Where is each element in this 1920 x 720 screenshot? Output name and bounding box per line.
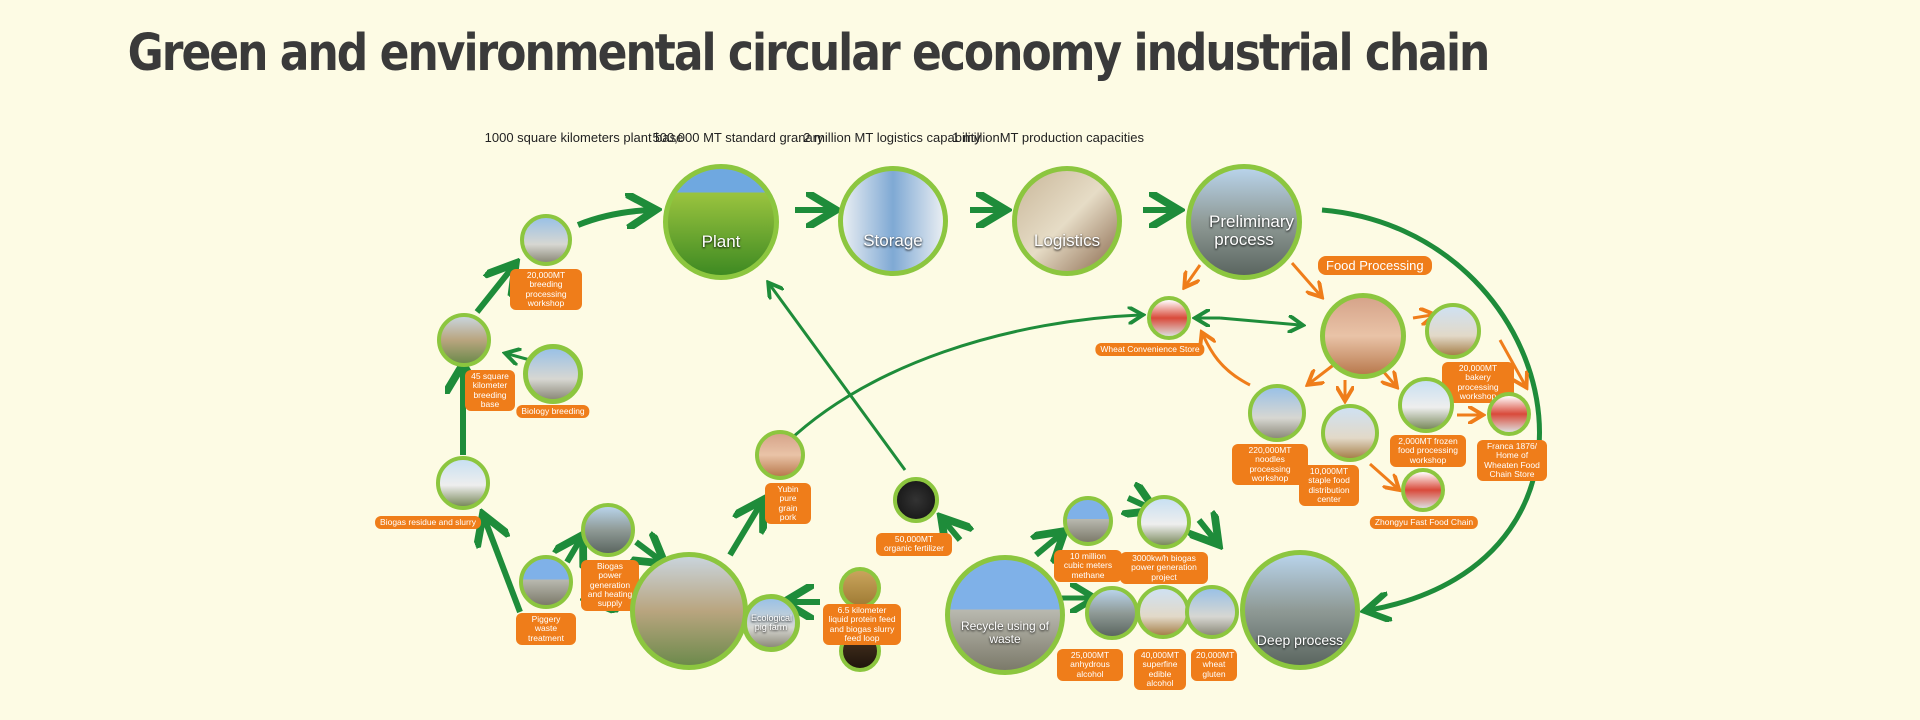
zhongyu-node bbox=[1401, 468, 1445, 512]
biogas-project-label: 3000kw/h biogas power generation project bbox=[1120, 552, 1208, 585]
plant-base-caption: 1000 square kilometers plant base bbox=[484, 130, 684, 145]
edible-alcohol-node bbox=[1136, 585, 1190, 639]
liquid-feed-node bbox=[839, 567, 881, 609]
breeding-base-label: 45 square kilometer breeding base bbox=[465, 370, 515, 412]
biogas-power-node bbox=[581, 503, 635, 557]
food-processing-node bbox=[1320, 293, 1406, 379]
logistics-caption: 2 million MT logistics capability bbox=[803, 130, 981, 145]
piggery-waste-node bbox=[519, 555, 573, 609]
liquid-protein-label: 6.5 kilometer liquid protein feed and bi… bbox=[823, 604, 901, 646]
biogas-residue-label: Biogas residue and slurry bbox=[375, 516, 481, 530]
zhongyu-label: Zhongyu Fast Food Chain bbox=[1369, 516, 1479, 530]
franca-node bbox=[1487, 392, 1531, 436]
yubin-pork-label: Yubin pure grain pork bbox=[765, 483, 811, 525]
biology-breeding-node bbox=[523, 344, 583, 404]
deep-process-node: Deep process bbox=[1240, 550, 1360, 670]
bakery-node bbox=[1425, 303, 1481, 359]
arrow bbox=[576, 210, 650, 225]
plant-node: Plant bbox=[663, 164, 779, 280]
organic-fertilizer-node bbox=[893, 477, 939, 523]
edible-alcohol-label: 40,000MT superfine edible alcohol bbox=[1134, 649, 1186, 691]
wheat-gluten-node bbox=[1185, 585, 1239, 639]
anhydrous-alcohol-node bbox=[1085, 586, 1139, 640]
convenience-store-node bbox=[1147, 296, 1191, 340]
franca-label: Franca 1876/ Home of Wheaten Food Chain … bbox=[1477, 440, 1547, 482]
biology-breeding-label: Biology breeding bbox=[516, 405, 590, 419]
eco-pig-farm-node: Ecological pig farm bbox=[742, 594, 800, 652]
frozen-label: 2,000MT frozen food processing workshop bbox=[1390, 435, 1466, 468]
noodles-label: 220,000MT noodles processing workshop bbox=[1232, 444, 1308, 486]
breeding-base-node bbox=[437, 313, 491, 367]
convenience-store-label: Wheat Convenience Store bbox=[1095, 343, 1205, 357]
storage-node: Storage bbox=[838, 166, 948, 276]
breeding-workshop-label: 20,000MT breeding processing workshop bbox=[510, 269, 582, 311]
preliminary-process-node: Preliminary process bbox=[1186, 164, 1302, 280]
piggery-waste-label: Piggery waste treatment bbox=[516, 613, 576, 646]
biogas-residue-node bbox=[436, 456, 490, 510]
methane-label: 10 million cubic meters methane bbox=[1054, 550, 1122, 583]
production-caption: 1 millionMT production capacities bbox=[952, 130, 1144, 145]
yubin-pork-node bbox=[755, 430, 805, 480]
breeding-workshop-node bbox=[520, 214, 572, 266]
staple-node bbox=[1321, 404, 1379, 462]
logistics-node: Logistics bbox=[1012, 166, 1122, 276]
organic-fertilizer-label: 50,000MT organic fertilizer bbox=[876, 533, 952, 556]
biogas-project-node bbox=[1137, 495, 1191, 549]
noodles-node bbox=[1248, 384, 1306, 442]
recycle-node: Recycle using of waste bbox=[945, 555, 1065, 675]
biogas-power-label: Biogas power generation and heating supp… bbox=[581, 560, 639, 611]
staple-label: 10,000MT staple food distribution center bbox=[1299, 465, 1359, 507]
pig-farm-node bbox=[630, 552, 748, 670]
frozen-node bbox=[1398, 377, 1454, 433]
page-title: Green and environmental circular economy… bbox=[127, 24, 1491, 83]
food-processing-title: Food Processing bbox=[1318, 256, 1432, 275]
methane-node bbox=[1063, 496, 1113, 546]
anhydrous-alcohol-label: 25,000MT anhydrous alcohol bbox=[1057, 649, 1123, 682]
granary-caption: 500,000 MT standard granary bbox=[652, 130, 824, 145]
wheat-gluten-label: 20,000MT wheat gluten bbox=[1191, 649, 1237, 682]
